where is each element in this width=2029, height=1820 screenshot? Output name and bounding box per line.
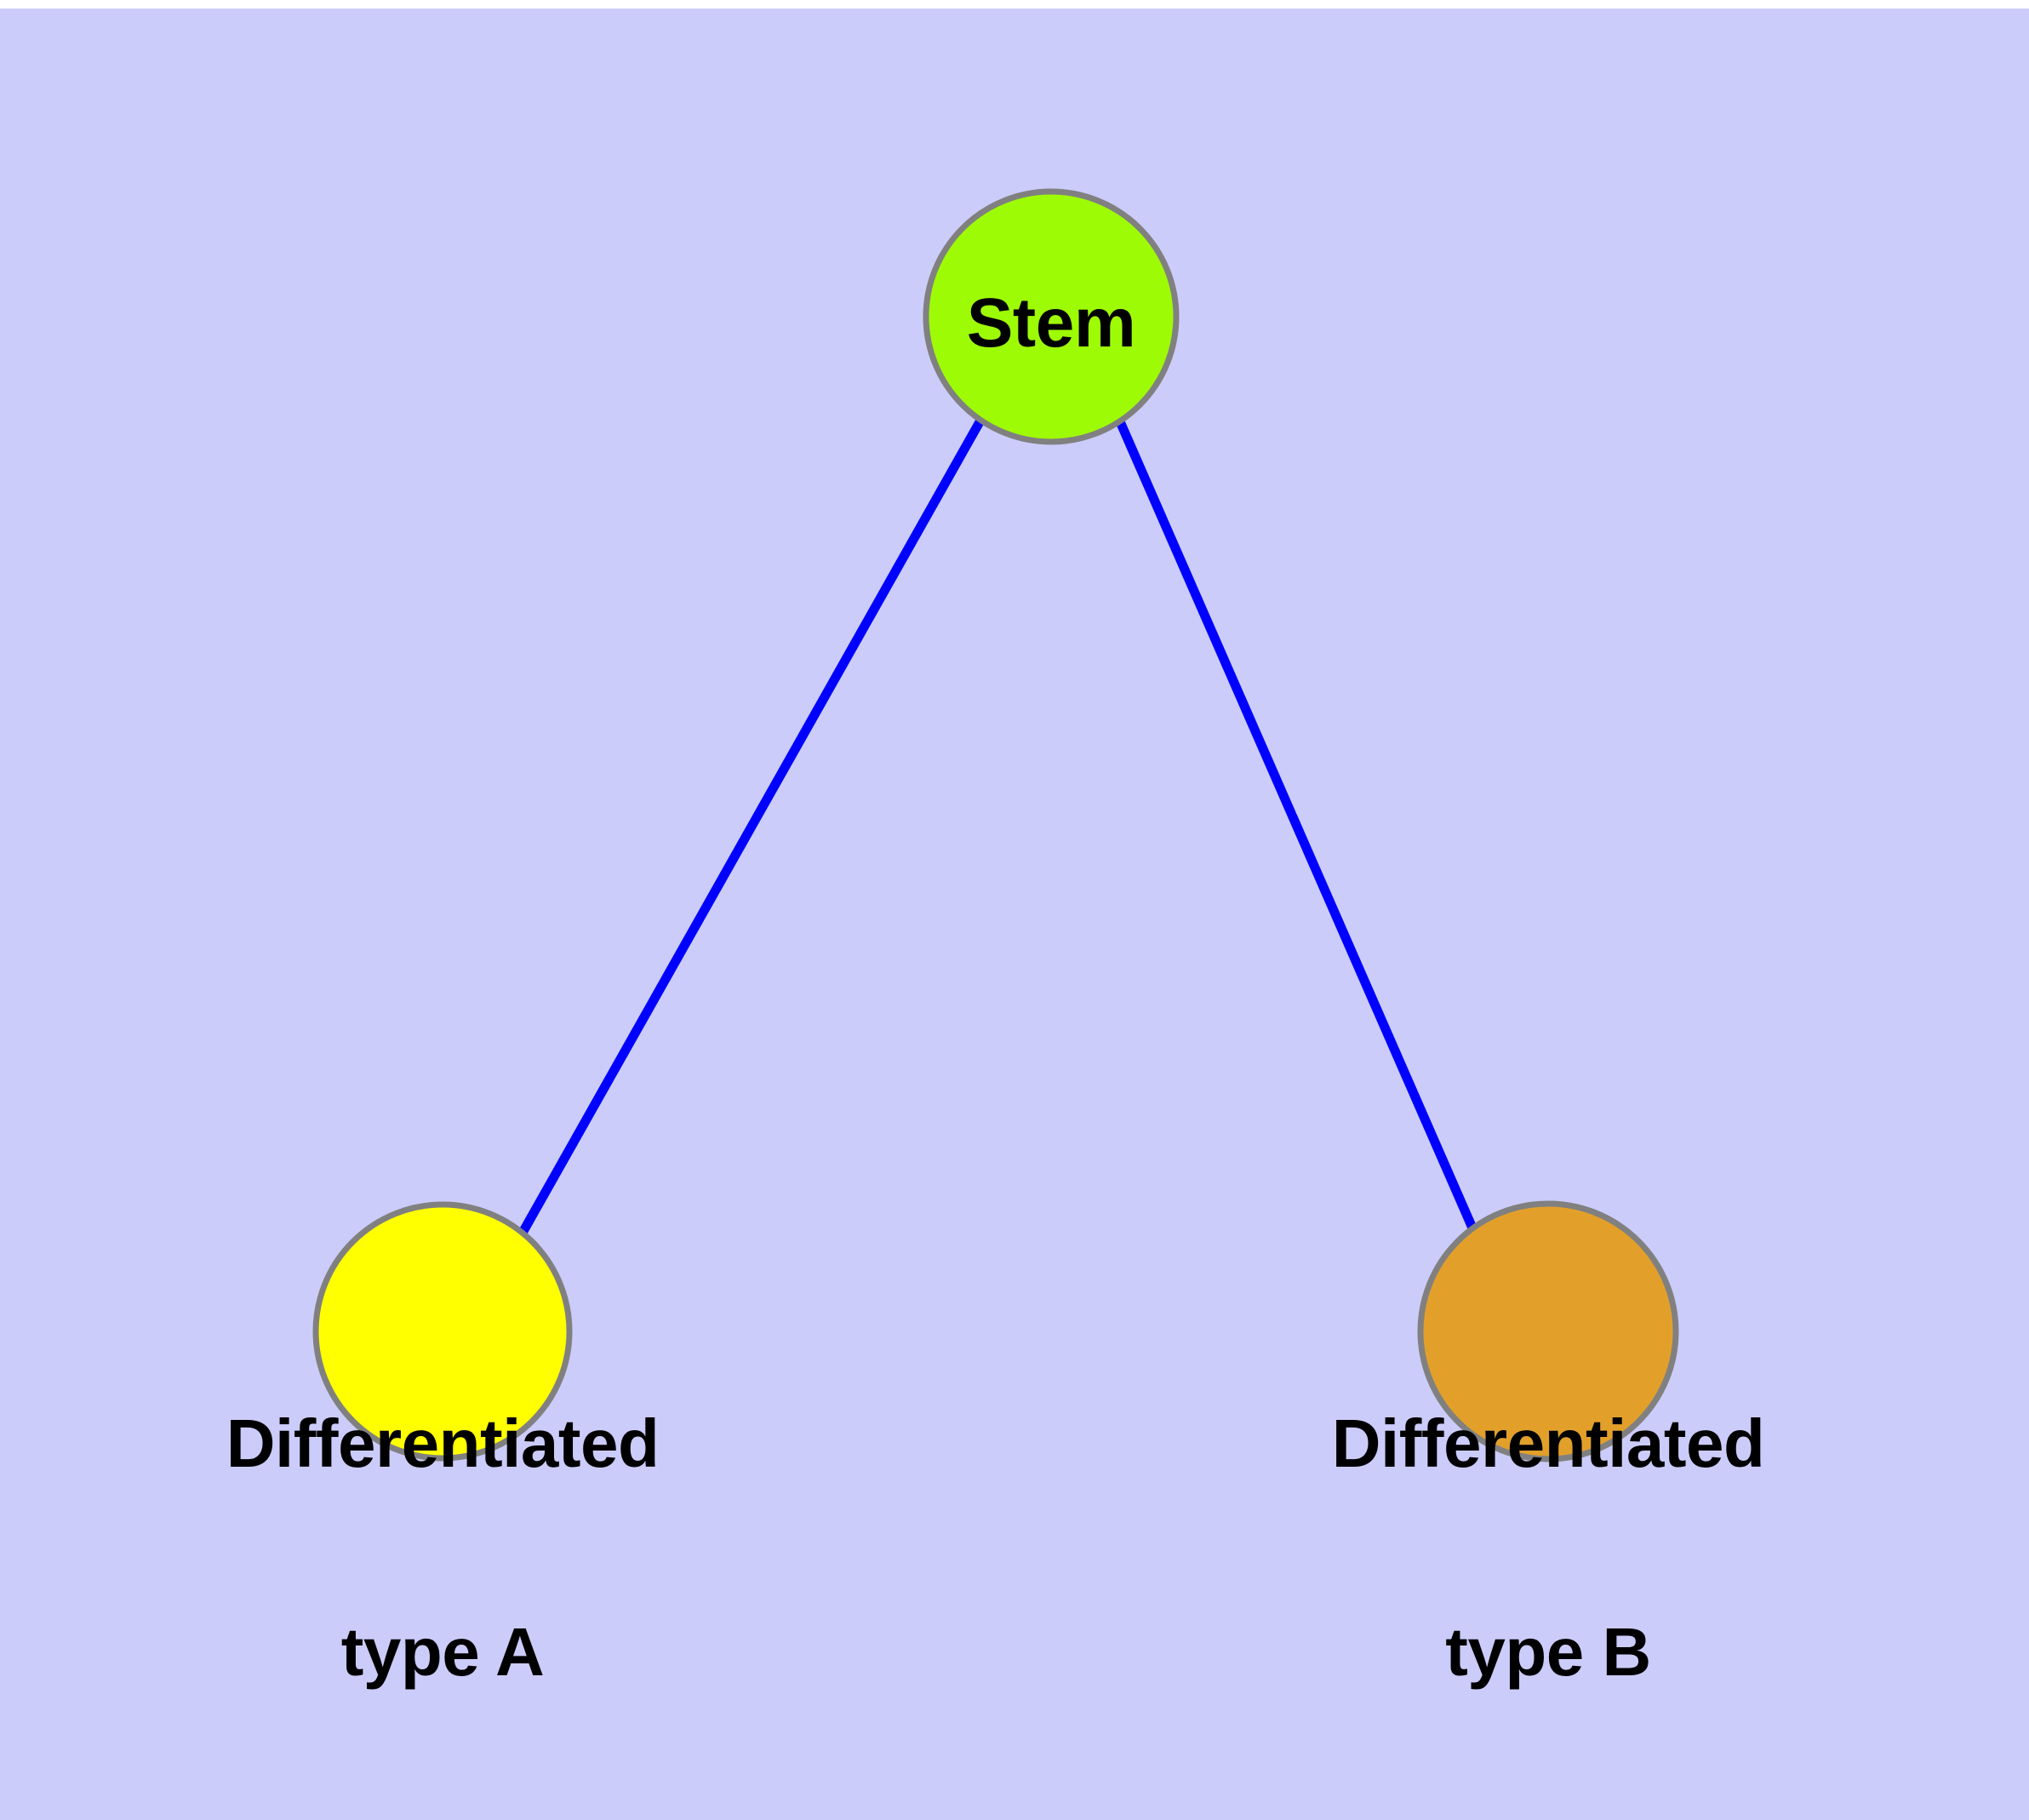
edge-stem-to-differentiated-type-b[interactable] bbox=[1114, 417, 1479, 1234]
node-differentiated-type-a[interactable] bbox=[312, 1201, 573, 1462]
node-group bbox=[312, 188, 1679, 1462]
node-differentiated-type-b[interactable] bbox=[1417, 1200, 1679, 1462]
node-stem[interactable] bbox=[923, 188, 1180, 445]
edge-group bbox=[518, 417, 1479, 1235]
edge-stem-to-differentiated-type-a[interactable] bbox=[518, 418, 985, 1235]
